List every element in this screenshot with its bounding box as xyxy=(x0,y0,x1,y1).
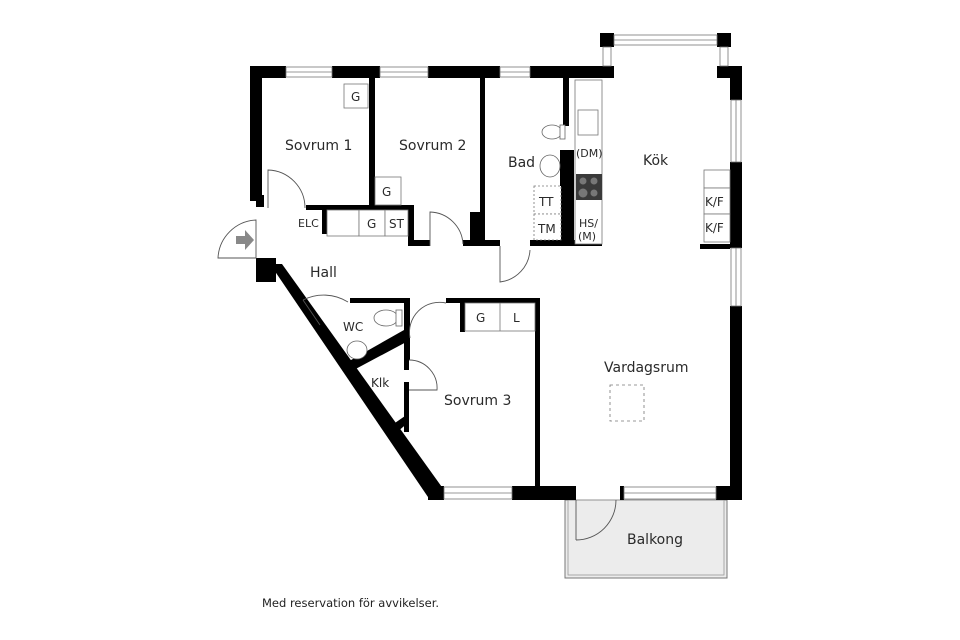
wc-klk-divider xyxy=(344,330,410,372)
fixture-g-hall: G xyxy=(367,217,376,231)
fixture-hs: HS/ xyxy=(579,217,598,230)
room-label-sovrum3: Sovrum 3 xyxy=(444,393,511,409)
walls xyxy=(250,33,742,500)
fixture-dm: (DM) xyxy=(576,147,603,160)
room-label-balkong: Balkong xyxy=(627,532,683,548)
room-label-hall: Hall xyxy=(310,265,337,281)
balcony xyxy=(564,499,728,579)
fixture-st: ST xyxy=(389,217,405,231)
entry-arrow-icon xyxy=(236,230,254,250)
fixtures xyxy=(326,79,731,422)
disclaimer-text: Med reservation för avvikelser. xyxy=(262,596,440,610)
room-label-wc: WC xyxy=(343,320,363,334)
fixture-tm: TM xyxy=(537,222,556,236)
fixture-g-sovrum3: G xyxy=(476,311,485,325)
toilet-icon xyxy=(373,124,566,327)
fixture-g-sovrum2: G xyxy=(382,185,391,199)
fixture-l-sovrum3: L xyxy=(513,311,520,325)
room-label-sovrum1: Sovrum 1 xyxy=(285,138,352,154)
fixture-elc: ELC xyxy=(298,217,319,230)
doors xyxy=(217,169,617,541)
fixture-kf2: K/F xyxy=(705,221,724,235)
room-label-klk: Klk xyxy=(371,376,389,390)
fixture-m: (M) xyxy=(578,230,596,243)
fixture-tt: TT xyxy=(538,195,554,209)
room-label-bad: Bad xyxy=(508,155,535,171)
fixture-kf1: K/F xyxy=(705,195,724,209)
room-label-vardagsrum: Vardagsrum xyxy=(604,360,689,376)
fixture-g-sovrum1: G xyxy=(351,90,360,104)
klk-bottom xyxy=(392,416,409,432)
room-label-kok: Kök xyxy=(643,153,669,169)
sink-icon xyxy=(346,154,561,360)
diagonal-wall xyxy=(270,264,444,500)
windows xyxy=(285,34,742,500)
stove-burners xyxy=(578,177,598,198)
room-label-sovrum2: Sovrum 2 xyxy=(399,138,466,154)
